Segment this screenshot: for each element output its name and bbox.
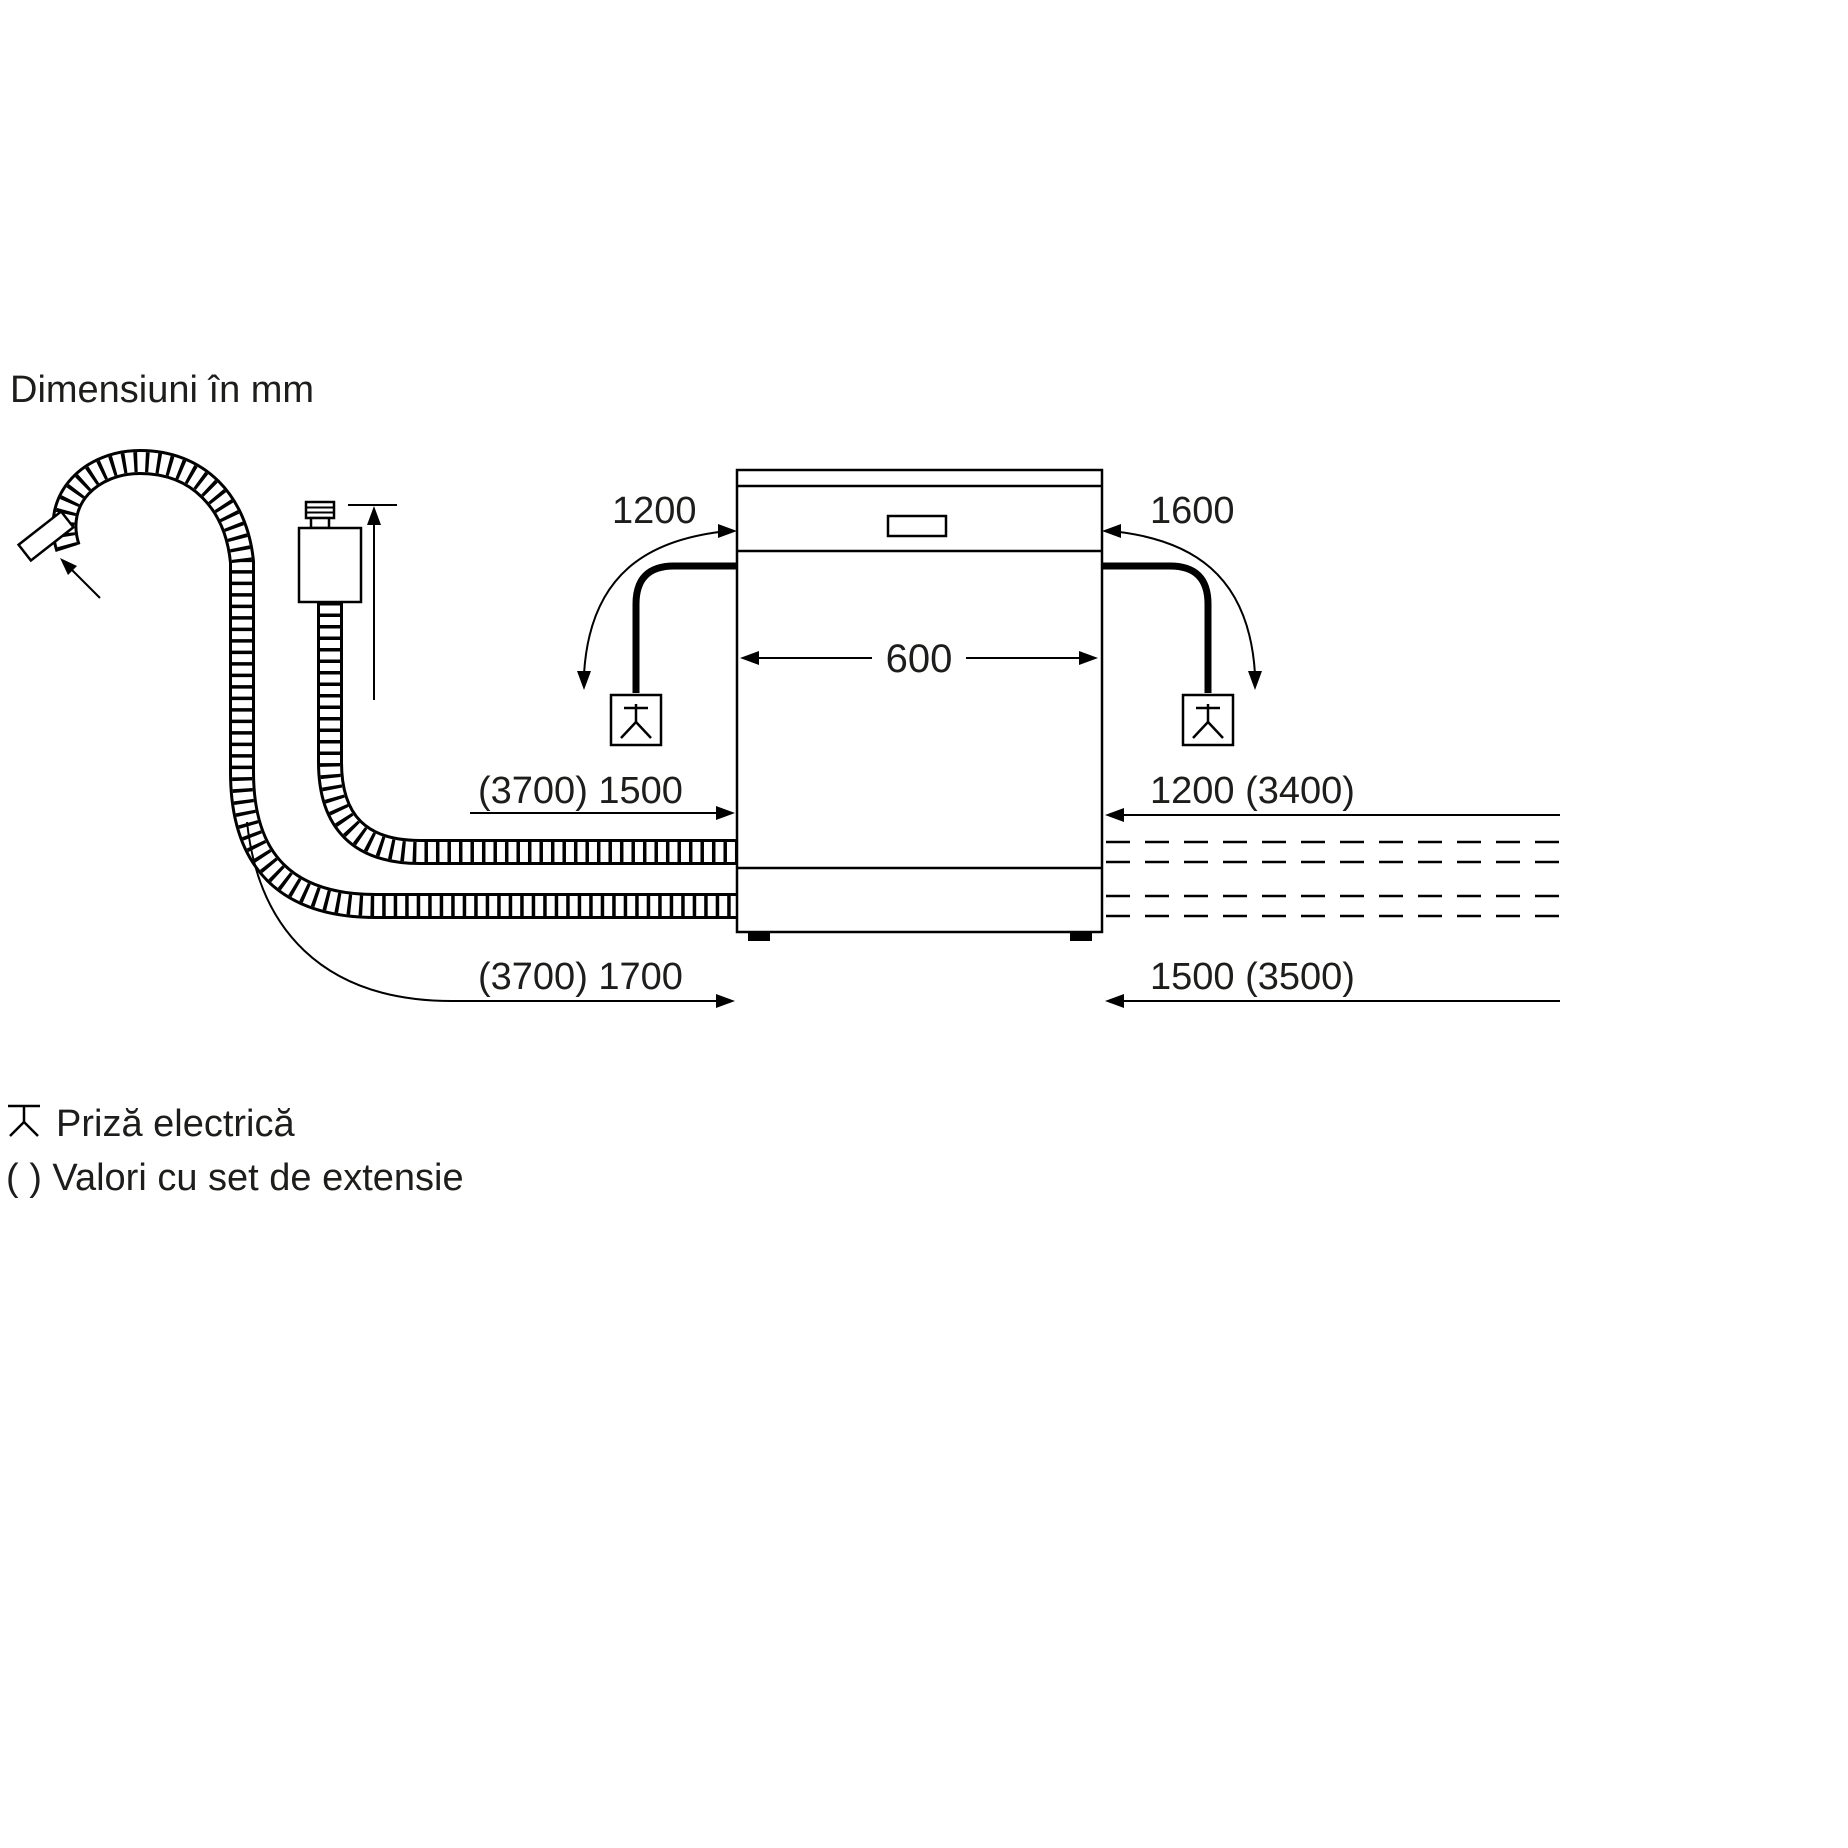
control-panel-display [886,514,948,538]
hose-extension-dashed-lines [1106,840,1560,918]
legend: Priză electrică ( ) Valori cu set de ext… [6,1103,464,1199]
supply-hose [317,602,737,865]
dimension-label-cord-right: 1600 [1150,490,1235,532]
dimension-hose-upper-right: 1200 (3400) [1105,770,1560,822]
electrical-outlet-icon-legend [8,1104,40,1137]
dimension-label-cord-left: 1200 [612,490,697,532]
dimension-hose-lower-right: 1500 (3500) [1105,956,1560,1008]
appliance-foot-left [748,932,770,941]
dimension-label-hose-lower-left: (3700) 1700 [478,956,683,998]
aquastop-valve [297,500,363,604]
drain-hose [16,448,737,919]
dimension-label-width: 600 [886,637,953,681]
power-cord-left [632,562,737,693]
drain-hose-end-fitting [16,509,76,563]
dimension-cord-left: 1200 [577,490,737,690]
dimension-cord-right: 1600 [1102,490,1262,690]
dimension-hose-upper-left: (3700) 1500 [470,770,735,820]
page-title: Dimensiuni în mm [10,369,314,411]
legend-extension-label: ( ) Valori cu set de extensie [6,1157,464,1199]
power-cord-right [1102,562,1212,693]
legend-outlet-label: Priză electrică [56,1103,295,1145]
dimension-label-hose-lower-right: 1500 (3500) [1150,956,1355,998]
tap-height-reference-arrow [348,504,397,700]
drain-tip-arrow [60,558,77,575]
dimension-hose-lower-left: (3700) 1700 [246,821,735,1008]
electrical-outlet-icon-left [609,693,663,747]
appliance-foot-right [1070,932,1092,941]
dimension-label-hose-upper-left: (3700) 1500 [478,770,683,812]
dimension-appliance-width: 600 [740,637,1098,681]
electrical-outlet-icon-right [1181,693,1235,747]
appliance-outline [735,468,1104,941]
dimension-label-hose-upper-right: 1200 (3400) [1150,770,1355,812]
